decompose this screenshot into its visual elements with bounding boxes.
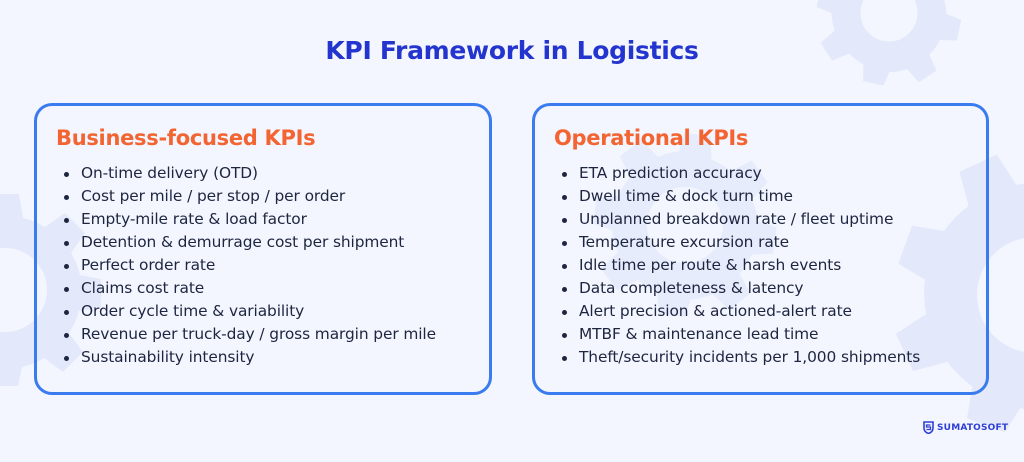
list-item-label: Dwell time & dock turn time: [579, 187, 793, 205]
brand-name: SUMATOSOFT: [937, 422, 1009, 433]
list-item: Claims cost rate: [57, 277, 436, 300]
list-item-label: Order cycle time & variability: [81, 302, 305, 320]
bullet-icon: [562, 333, 567, 338]
list-item: Order cycle time & variability: [57, 300, 436, 323]
list-item: Detention & demurrage cost per shipment: [57, 231, 436, 254]
gear-icon: [814, 0, 964, 88]
list-item: On-time delivery (OTD): [57, 162, 436, 185]
bullet-icon: [562, 172, 567, 177]
bullet-icon: [562, 264, 567, 269]
list-item: Revenue per truck-day / gross margin per…: [57, 323, 436, 346]
bullet-icon: [64, 241, 69, 246]
bullet-icon: [64, 218, 69, 223]
list-item-label: Cost per mile / per stop / per order: [81, 187, 346, 205]
bullet-icon: [64, 287, 69, 292]
list-item: Data completeness & latency: [555, 277, 920, 300]
page-title: KPI Framework in Logistics: [325, 36, 699, 65]
list-item-label: Detention & demurrage cost per shipment: [81, 233, 405, 251]
bullet-icon: [64, 264, 69, 269]
list-item: Sustainability intensity: [57, 346, 436, 369]
bullet-icon: [64, 356, 69, 361]
list-item: Temperature excursion rate: [555, 231, 920, 254]
card-heading: Business-focused KPIs: [56, 126, 316, 150]
bullet-icon: [562, 218, 567, 223]
shield-s-icon: [923, 421, 934, 434]
bullet-icon: [562, 241, 567, 246]
bullet-icon: [562, 195, 567, 200]
bullet-icon: [64, 310, 69, 315]
brand-logo: SUMATOSOFT: [923, 421, 1008, 434]
bullet-icon: [64, 195, 69, 200]
list-item: Idle time per route & harsh events: [555, 254, 920, 277]
operational-kpis-card: Operational KPIs ETA prediction accuracy…: [532, 103, 989, 395]
list-item-label: Revenue per truck-day / gross margin per…: [81, 325, 436, 343]
list-item-label: Sustainability intensity: [81, 348, 255, 366]
list-item: Unplanned breakdown rate / fleet uptime: [555, 208, 920, 231]
list-item: Cost per mile / per stop / per order: [57, 185, 436, 208]
list-item-label: Alert precision & actioned-alert rate: [579, 302, 852, 320]
list-item: MTBF & maintenance lead time: [555, 323, 920, 346]
bullet-icon: [562, 356, 567, 361]
list-item-label: Data completeness & latency: [579, 279, 804, 297]
list-item-label: On-time delivery (OTD): [81, 164, 258, 182]
bullet-icon: [562, 310, 567, 315]
list-item-label: Empty-mile rate & load factor: [81, 210, 307, 228]
list-item-label: Claims cost rate: [81, 279, 205, 297]
list-item-label: Theft/security incidents per 1,000 shipm…: [579, 348, 921, 366]
bullet-icon: [64, 172, 69, 177]
business-kpis-card: Business-focused KPIs On-time delivery (…: [34, 103, 492, 395]
kpi-list: ETA prediction accuracy Dwell time & doc…: [555, 162, 920, 369]
list-item: Theft/security incidents per 1,000 shipm…: [555, 346, 920, 369]
list-item: Dwell time & dock turn time: [555, 185, 920, 208]
kpi-list: On-time delivery (OTD) Cost per mile / p…: [57, 162, 436, 369]
list-item: ETA prediction accuracy: [555, 162, 920, 185]
list-item-label: ETA prediction accuracy: [579, 164, 762, 182]
bullet-icon: [562, 287, 567, 292]
list-item-label: Perfect order rate: [81, 256, 216, 274]
bullet-icon: [64, 333, 69, 338]
gear-icon: [590, 130, 780, 320]
list-item: Empty-mile rate & load factor: [57, 208, 436, 231]
list-item-label: MTBF & maintenance lead time: [579, 325, 819, 343]
list-item-label: Unplanned breakdown rate / fleet uptime: [579, 210, 894, 228]
list-item-label: Temperature excursion rate: [579, 233, 789, 251]
list-item: Perfect order rate: [57, 254, 436, 277]
list-item: Alert precision & actioned-alert rate: [555, 300, 920, 323]
list-item-label: Idle time per route & harsh events: [579, 256, 842, 274]
card-heading: Operational KPIs: [554, 126, 749, 150]
